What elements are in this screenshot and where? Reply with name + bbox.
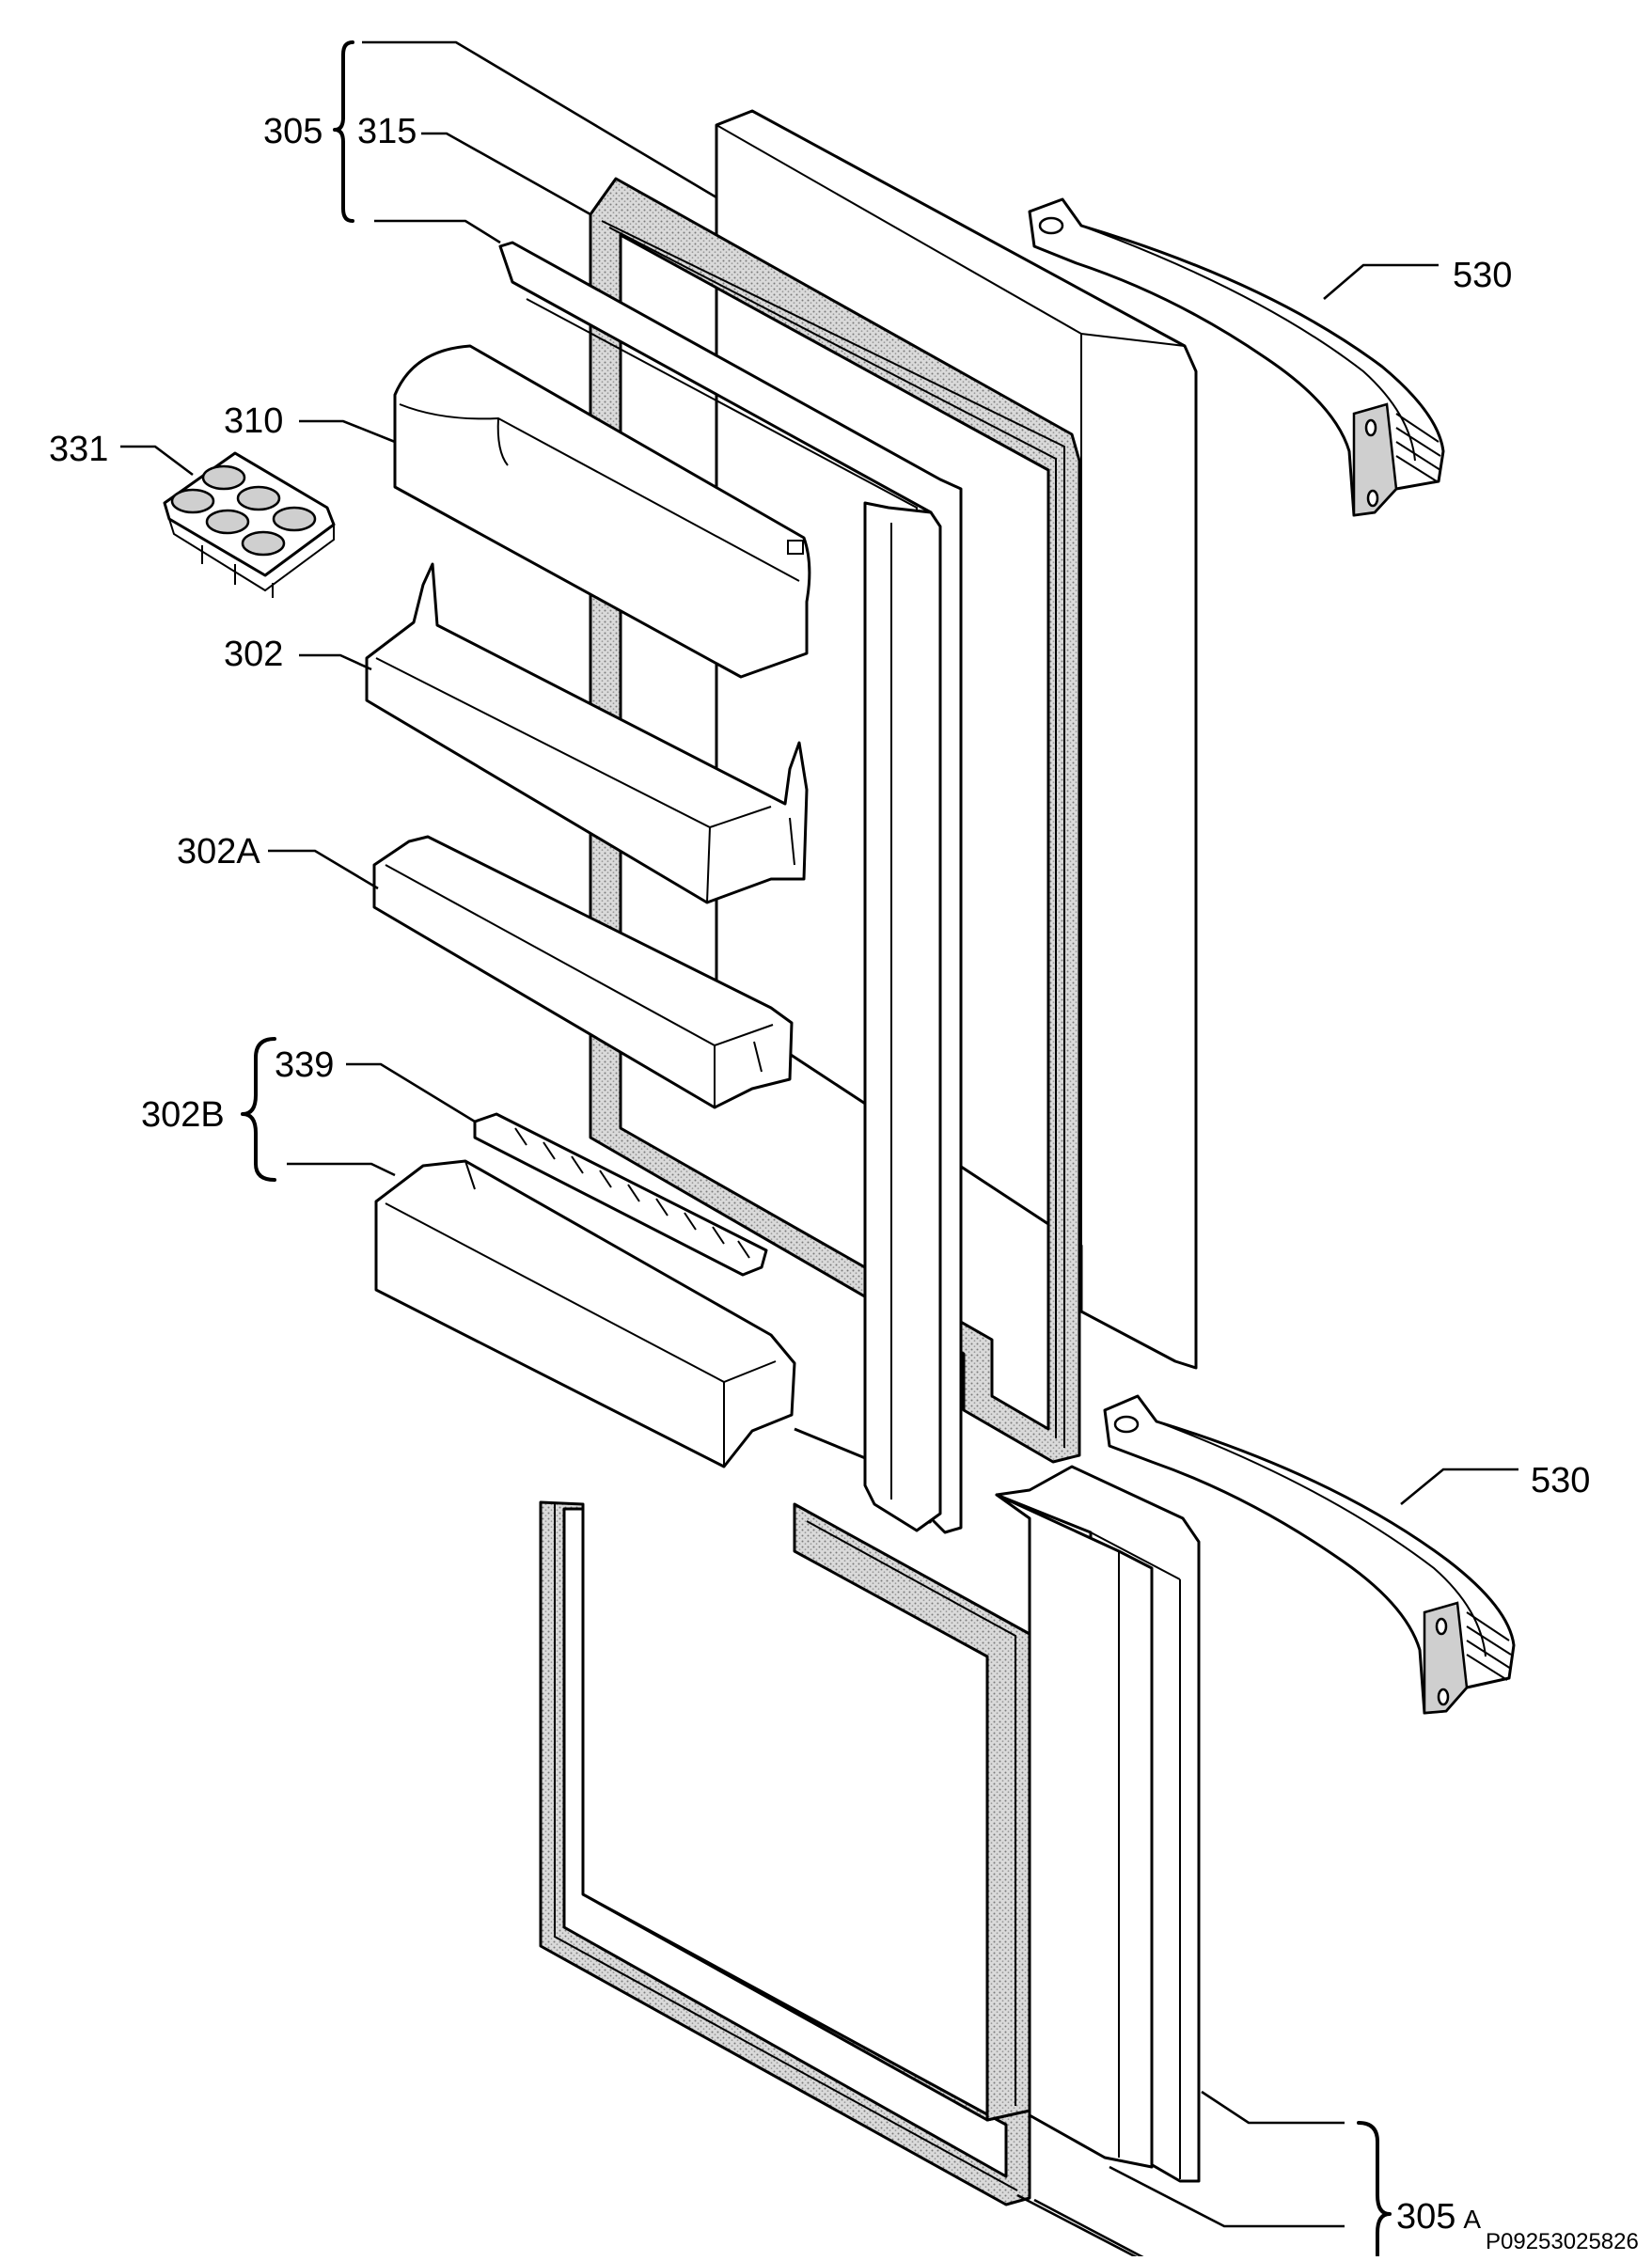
door-shelf-302a [372,835,794,1109]
door-shelf-302 [365,562,809,904]
drawing-code: P09253025826 [1486,2229,1639,2254]
lower-door-handle [1103,1394,1516,1715]
label-315: 315 [357,112,417,151]
label-305: 305 [263,112,323,151]
dairy-compartment-lid [393,344,811,679]
label-530-bottom: 530 [1531,1461,1590,1500]
label-310: 310 [224,401,283,441]
inner-door-liner [498,241,963,1534]
label-530-top: 530 [1453,256,1512,295]
bracket-305a [1357,2121,1392,2261]
bracket-305 [333,40,354,223]
label-339: 339 [275,1045,334,1085]
door-shelf-302b [374,1159,796,1468]
upper-door-handle [1028,197,1445,517]
egg-tray [163,451,336,598]
label-302b: 302B [141,1095,225,1135]
leader-lines [120,40,1518,2261]
lower-door-panel [995,1465,1201,2183]
bottle-retainer [473,1112,768,1277]
upper-door-gasket [589,177,1081,1464]
bracket-302b [241,1037,276,1182]
label-302a: 302A [177,832,260,871]
label-302: 302 [224,635,283,674]
label-331: 331 [49,430,108,469]
lower-door-gasket [539,1500,1031,2206]
